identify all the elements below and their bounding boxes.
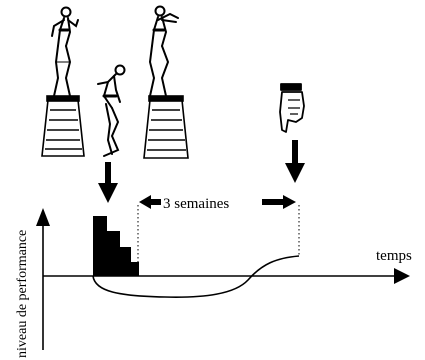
interval-double-arrow [139,195,296,209]
pointing-hand-icon [279,83,305,133]
athletes-illustration [41,5,189,159]
y-axis-label: niveau de performance [15,230,30,358]
plinth-box-left [41,95,85,157]
plinth-box-right [143,95,189,159]
training-load-steps [93,216,139,276]
athlete-landing-middle [97,64,126,157]
down-arrow-right [285,140,305,183]
x-axis-label: temps [376,248,412,264]
performance-curve [92,255,300,298]
athlete-standing-left [51,6,79,97]
y-axis [36,208,50,350]
down-arrow-left [98,162,118,203]
interval-label: 3 semaines [163,196,229,212]
athlete-standing-right [148,5,179,97]
